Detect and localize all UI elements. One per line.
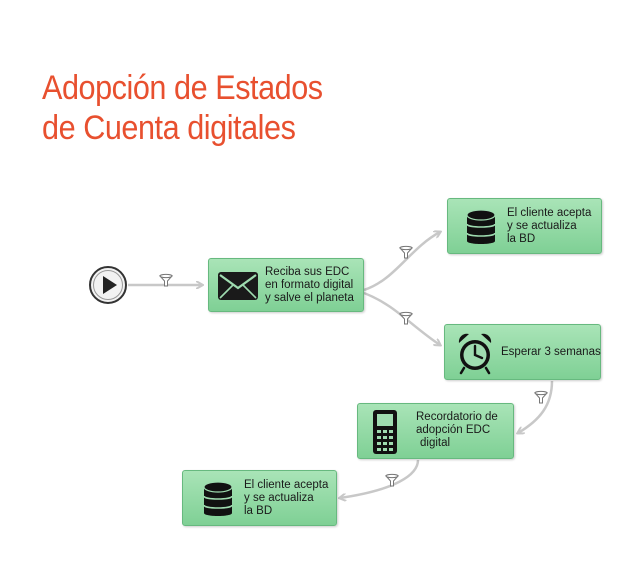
filter-funnel-icon [534,390,548,404]
node-text-line: El cliente acepta [507,207,592,219]
mobile-phone-icon [373,410,397,454]
node-text-line: y se actualiza [244,492,314,504]
node-client-accepts-2[interactable]: El cliente acepta y se actualiza la BD [182,470,337,526]
alarm-clock-icon [458,333,492,375]
node-text-line: Reciba sus EDC [265,266,350,278]
node-text-line: Recordatorio de [416,411,498,423]
page-title: Adopción de Estados de Cuenta digitales [42,68,323,148]
node-text-line: y salve el planeta [265,292,354,304]
node-receive-edc[interactable]: Reciba sus EDC en formato digital y salv… [208,258,364,312]
database-icon [203,481,233,516]
node-text-line: y se actualiza [507,220,577,232]
node-client-accepts-1[interactable]: El cliente acepta y se actualiza la BD [447,198,602,254]
play-icon[interactable] [88,265,128,305]
node-text-line: la BD [244,505,273,517]
connector-email-wait [363,291,440,345]
node-text-line: El cliente acepta [244,479,329,491]
title-line-1: Adopción de Estados [42,69,323,107]
title-line-2: de Cuenta digitales [42,109,296,147]
database-icon [466,209,496,244]
envelope-icon [218,272,258,300]
connector-reminder-accept2 [340,459,420,498]
node-text-line: digital [420,437,451,449]
node-text-line: Esperar 3 semanas [501,346,601,358]
connector-wait-reminder [518,380,554,433]
node-text-line: la BD [507,233,536,245]
node-wait-3-weeks[interactable]: Esperar 3 semanas [444,324,601,380]
connector-email-accept1 [363,232,440,292]
node-text-line: en formato digital [265,279,354,291]
node-text-line: adopción EDC [416,424,491,436]
node-reminder[interactable]: Recordatorio de adopción EDC digital [357,403,514,459]
